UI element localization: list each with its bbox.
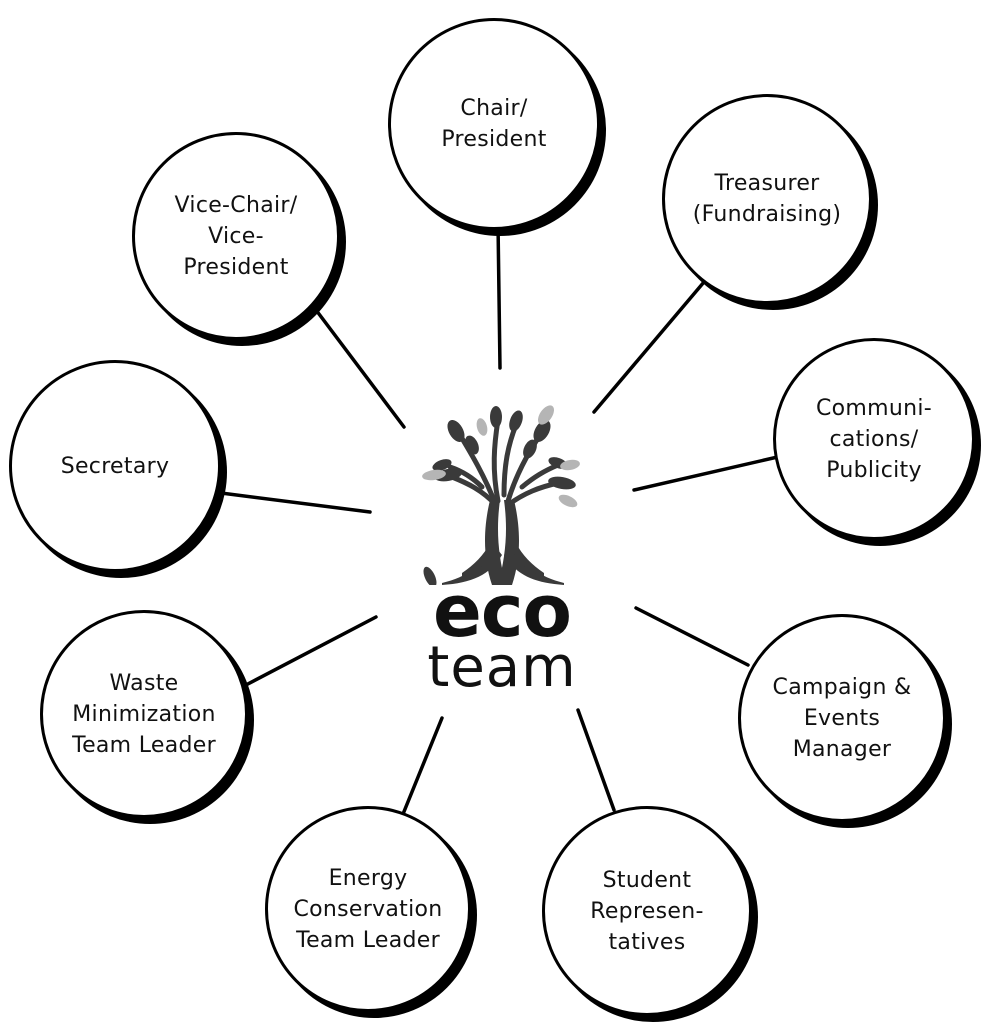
role-waste: Waste Minimization Team Leader [40,610,248,818]
connector-chair [496,221,502,370]
connector-campaign [634,606,750,667]
role-label: Chair/ President [441,96,547,152]
logo-team-text: team [427,635,577,700]
connector-secretary [219,491,372,514]
connector-student-reps [576,708,616,812]
connector-energy [399,716,444,821]
connector-communications [632,454,784,492]
role-student-reps: Student Represen- tatives [542,806,752,1016]
role-energy: Energy Conservation Team Leader [265,806,471,1012]
connector-vice-chair [308,300,406,429]
role-label: Vice-Chair/ Vice- President [174,192,298,280]
tree-icon [422,405,580,588]
role-campaign: Campaign & Events Manager [738,614,946,822]
connector-treasurer [592,280,706,414]
role-secretary: Secretary [9,360,221,572]
role-chair: Chair/ President [388,18,600,230]
role-label: Energy Conservation Team Leader [293,865,443,953]
role-treasurer: Treasurer (Fundraising) [662,94,872,304]
role-label: Student Represen- tatives [590,867,704,955]
role-communications: Communi- cations/ Publicity [773,338,975,540]
role-vice-chair: Vice-Chair/ Vice- President [132,132,340,340]
eco-team-logo: eco team [412,405,592,705]
logo-eco-text: eco [433,569,572,653]
role-label: Communi- cations/ Publicity [815,395,933,483]
role-label: Treasurer (Fundraising) [692,171,842,227]
role-label: Campaign & Events Manager [772,674,912,762]
role-label: Waste Minimization Team Leader [72,670,216,758]
role-label: Secretary [60,453,170,479]
connector-waste [242,615,378,688]
